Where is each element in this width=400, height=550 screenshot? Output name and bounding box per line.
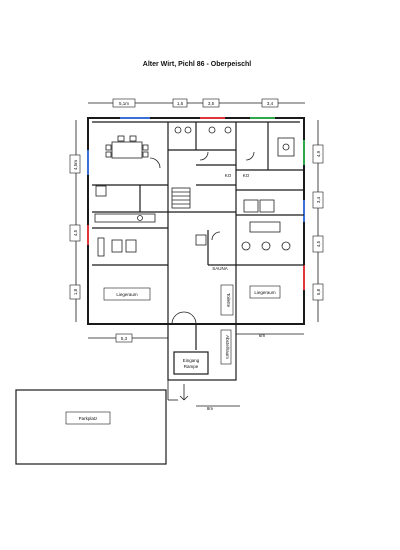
- parking-area: [15, 389, 167, 465]
- entrance-room: [173, 351, 209, 375]
- dim-right-lower: 5,8: [316, 288, 321, 295]
- dim-right-mid: 3,4: [316, 196, 321, 203]
- door-swing: [149, 157, 161, 169]
- plan-title: Alter Wirt, Pichl 86 - Oberpeischl: [143, 61, 252, 68]
- round-table: [261, 241, 271, 251]
- chair: [129, 135, 137, 142]
- chair: [142, 151, 149, 158]
- dining-table: [111, 141, 143, 159]
- dim-box-top-r2: [261, 98, 279, 108]
- cabinet: [95, 185, 107, 197]
- label-box-lounge-right: [249, 285, 281, 299]
- dim-top-r1: 3,5: [208, 101, 215, 106]
- bed-right: [259, 199, 275, 213]
- room-vertical-label: Abstellraum: [225, 335, 230, 359]
- room-lounge-left: Liegeraum: [116, 292, 138, 297]
- bed: [111, 239, 123, 253]
- bench: [249, 221, 281, 233]
- dim-box-left-mid: [69, 224, 81, 242]
- dim-box-right-upper: [312, 144, 324, 164]
- dim-left-lower: 1,8: [73, 288, 78, 295]
- round-table: [281, 241, 291, 251]
- chair: [117, 135, 125, 142]
- label-box-lounge-left: [103, 287, 151, 301]
- dim-box-right-mid: [312, 191, 324, 209]
- bed-upper-right: [277, 137, 295, 157]
- label-box-toilet: [220, 284, 234, 316]
- bed-pillow: [282, 143, 290, 151]
- dim-top-r2: 3,4: [267, 101, 274, 106]
- dim-right-mid2: 4,5: [316, 240, 321, 247]
- chair: [105, 144, 112, 151]
- dim-right-upper: 4,9: [316, 150, 321, 157]
- kitchen-counter: [94, 213, 156, 223]
- dim-left-upper: 4,5m: [73, 160, 78, 170]
- dim-ramp: 8m: [207, 406, 214, 411]
- dim-bottom-left: 5,3: [121, 336, 128, 341]
- dim-box-right-lower: [312, 283, 324, 301]
- door-swing: [199, 151, 209, 161]
- room-sauna: SAUNA: [212, 266, 228, 271]
- dim-box-top-r1: [202, 98, 220, 108]
- sauna-bench: [195, 234, 207, 246]
- dim-box-left-lower: [69, 284, 81, 300]
- room-toilet: Toilette: [226, 293, 231, 308]
- dim-top-mid: 1,5: [177, 101, 184, 106]
- dim-box-top-mid: [172, 98, 188, 108]
- dim-box-right-mid2: [312, 235, 324, 253]
- round-table: [241, 241, 251, 251]
- dim-box-top-left: [112, 98, 136, 108]
- door-swing: [245, 151, 255, 161]
- entrance-wing: [167, 323, 237, 381]
- parking-label: Parkplatz: [79, 416, 99, 421]
- dim-top-left: 5,1m: [119, 101, 129, 106]
- room-ko-1: KO: [225, 173, 232, 178]
- dim-left-mid: 4,5: [73, 229, 78, 236]
- dim-box-bottom-left: [115, 333, 133, 343]
- room-ko-2: KO: [243, 173, 250, 178]
- bed-right: [243, 199, 259, 213]
- entrance-door: [171, 311, 197, 325]
- chair: [142, 144, 149, 151]
- chair: [105, 151, 112, 158]
- toilet-fixture: [174, 126, 182, 134]
- door-swing: [211, 231, 221, 241]
- staircase: [171, 187, 191, 209]
- label-box-vertical: [220, 329, 232, 365]
- ramp-arrow-icon: [179, 384, 189, 401]
- bed: [125, 239, 137, 253]
- dim-box-left-upper: [69, 154, 81, 174]
- label-box-parking: [65, 411, 111, 425]
- sink: [137, 215, 143, 221]
- dim-bottom-right: 6m: [259, 333, 266, 338]
- room-lounge-right: Liegeraum: [254, 290, 276, 295]
- toilet-fixture: [224, 126, 232, 134]
- wardrobe: [97, 237, 105, 257]
- toilet-fixture: [208, 126, 216, 134]
- toilet-fixture: [184, 126, 192, 134]
